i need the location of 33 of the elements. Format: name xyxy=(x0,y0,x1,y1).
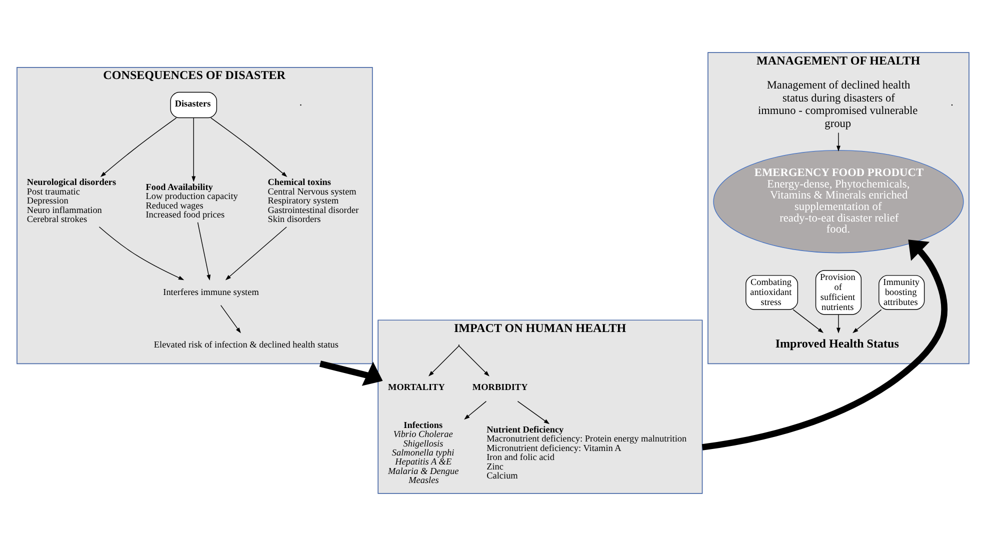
node-text: Chemical toxins Central Nervous system Respiratory system Gastrointestinal disorder Skin disorders xyxy=(268,176,359,224)
node-box: Provision of sufficient nutrients xyxy=(815,270,862,314)
node-box: Immunity boosting attributes xyxy=(878,274,925,310)
node-box: Disasters xyxy=(170,91,218,118)
arrow xyxy=(428,345,460,376)
arrow xyxy=(210,117,288,177)
node-box: Combating antioxidant stress xyxy=(746,274,798,310)
arrow xyxy=(192,117,196,182)
arrow xyxy=(836,132,840,151)
arrow xyxy=(852,308,882,333)
arrow xyxy=(319,360,383,386)
node-ellipse: EMERGENCY FOOD PRODUCT Energy-dense, Phytochemicals, Vitamins & Minerals enriched supplementation of ready-to-eat disaster relief food. xyxy=(713,149,964,253)
node-text: Improved Health Status xyxy=(775,336,899,350)
arrow xyxy=(98,226,184,280)
arrow xyxy=(464,400,487,420)
arrow xyxy=(197,222,211,280)
node-text: Interferes immune system xyxy=(163,286,259,296)
arrow xyxy=(220,304,241,333)
arrow xyxy=(702,239,948,450)
arrow xyxy=(517,400,550,424)
node-text: Neurological disorders Post traumatic Depression Neuro inflammation Cerebral strokes xyxy=(26,176,116,224)
node-text: MORTALITY xyxy=(388,382,445,392)
node-text: Food Availability Low production capacity Reduced wages Increased food prices xyxy=(146,181,238,219)
arrow xyxy=(225,226,287,280)
node-text: MORBIDITY xyxy=(472,382,528,392)
arrow xyxy=(836,314,840,333)
node-text: Management of declined health status during disasters of immuno - compromised vulnerable group xyxy=(758,79,918,130)
arrow xyxy=(458,345,490,376)
node-text: Infections Vibrio Cholerae Shigellosis Salmonella typhi Hepatitis A &E Malaria & Dengue Measles xyxy=(388,419,459,485)
node-text: Elevated risk of infection & declined health status xyxy=(154,339,338,350)
arrow xyxy=(792,308,824,332)
node-text: Nutrient Deficiency Macronutrient deficiency: Protein energy malnutrition Micronutrient deficiency: Vitamin A Iron and folic acid Zinc Calcium xyxy=(486,424,687,480)
arrow xyxy=(100,117,177,177)
